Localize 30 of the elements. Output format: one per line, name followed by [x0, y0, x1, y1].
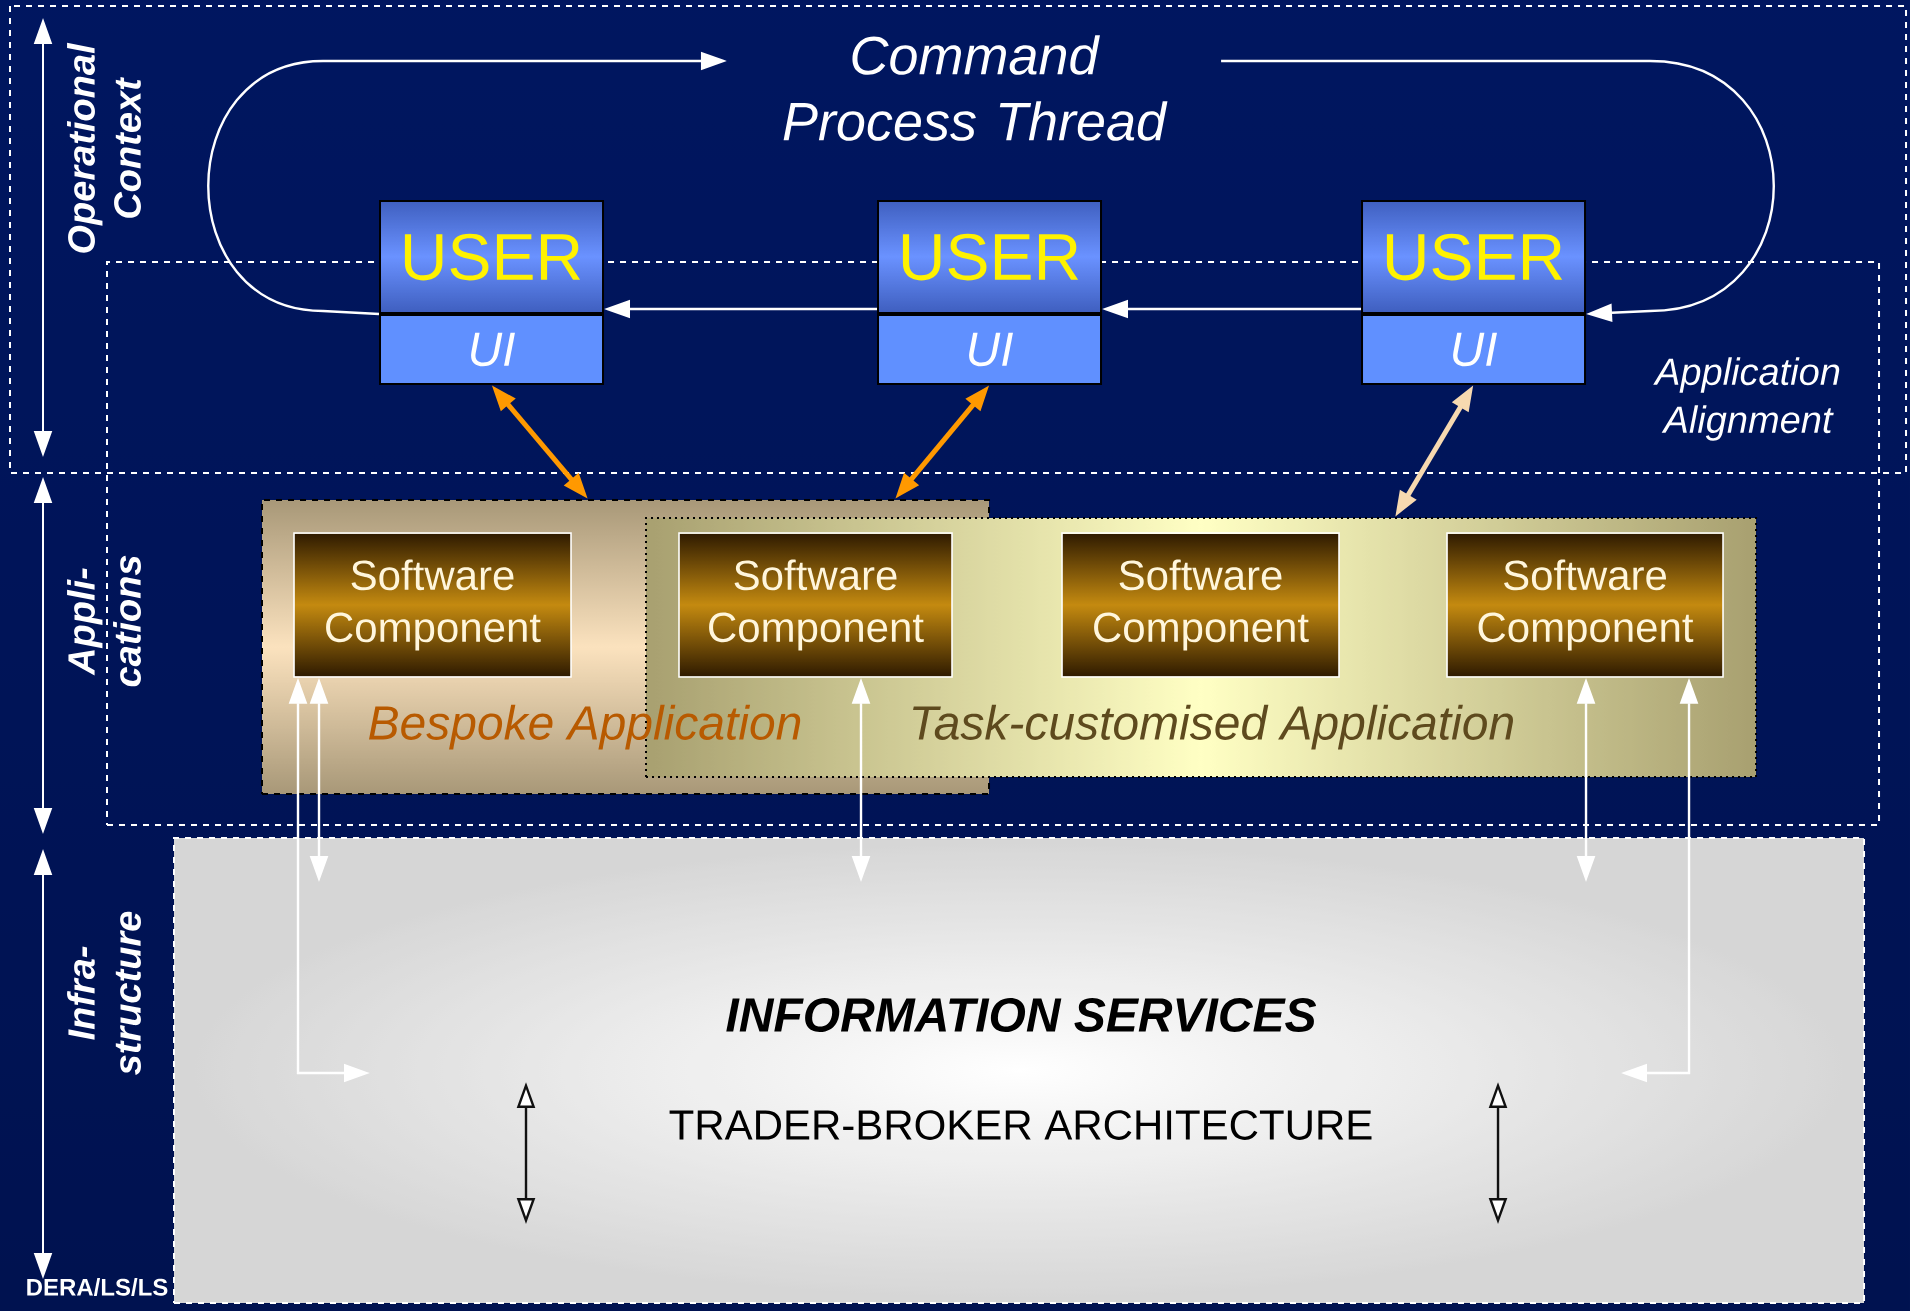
user-label: USER [404, 233, 581, 281]
band-label: Bespoke Application [369, 704, 801, 750]
user-box [877, 200, 1102, 314]
architecture-label: TRADER-BROKER ARCHITECTURE [669, 1110, 1372, 1140]
ui-label: UI [471, 332, 515, 367]
component-label: Software Component [326, 559, 541, 651]
ui-label: UI [969, 332, 1013, 367]
user-box [379, 200, 604, 314]
ui-box [379, 314, 604, 385]
services-title: INFORMATION SERVICES [726, 998, 1317, 1032]
services-box [173, 837, 1866, 1304]
component-label: Software Component [1094, 559, 1309, 651]
ui-box [1361, 314, 1587, 385]
region-label: Application Alignment [1653, 357, 1840, 441]
user-box [1361, 200, 1587, 314]
component-box [1061, 532, 1340, 678]
band-label: Task-customised Application [913, 704, 1513, 750]
component-box [293, 532, 572, 678]
thread-label: Command Process Thread [783, 35, 1168, 141]
component-label: Software Component [1478, 559, 1694, 651]
arrow [1221, 59, 1775, 323]
component-box [1446, 532, 1724, 678]
ui-box [877, 314, 1102, 385]
component-label: Software Component [709, 559, 924, 651]
component-box [678, 532, 953, 678]
user-label: USER [1386, 233, 1563, 281]
side-label: Operational Context [67, 42, 141, 253]
side-label: Appli- cations [67, 555, 141, 687]
user-label: USER [902, 233, 1079, 281]
ui-label: UI [1453, 332, 1497, 367]
